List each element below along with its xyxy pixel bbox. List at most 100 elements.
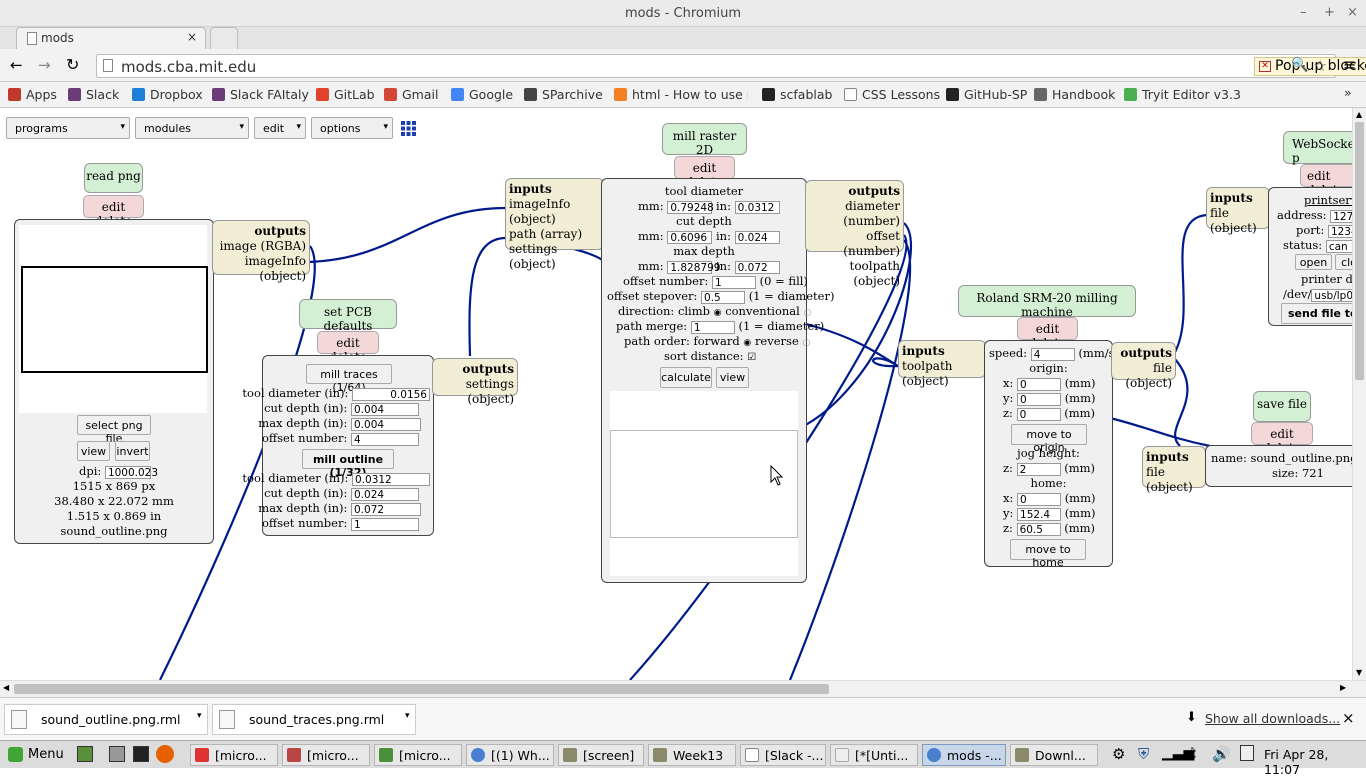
traces-cut-input[interactable]: 0.004: [351, 402, 419, 416]
task-button[interactable]: [*[Unti...: [830, 744, 918, 766]
port-input[interactable]: 1234: [1327, 224, 1352, 238]
origin-y-input[interactable]: 0: [1017, 392, 1062, 406]
back-icon[interactable]: ←: [10, 56, 23, 74]
scroll-left-icon[interactable]: ◀: [3, 683, 10, 692]
tab-mods[interactable]: mods ×: [16, 27, 206, 49]
grid-icon[interactable]: [401, 121, 416, 136]
forward-icon[interactable]: →: [38, 56, 51, 74]
input-imageinfo[interactable]: imageInfo (object): [509, 197, 571, 226]
download-menu-icon[interactable]: ▾: [405, 711, 410, 721]
popup-blocked-indicator[interactable]: ✕ Pop-up blocked: [1254, 57, 1366, 76]
websocket-title[interactable]: WebSocket p: [1283, 131, 1352, 165]
cut-in-input[interactable]: 0.024: [734, 230, 780, 244]
download-menu-icon[interactable]: ▾: [197, 711, 202, 721]
save-edit-delete[interactable]: edit delete: [1251, 422, 1313, 455]
maximize-icon[interactable]: +: [1324, 5, 1335, 20]
scroll-down-icon[interactable]: ▼: [1356, 668, 1363, 677]
mods-canvas[interactable]: programs modules edit options read png e…: [0, 108, 1352, 680]
outline-offset-input[interactable]: 1: [351, 517, 419, 531]
dpi-input[interactable]: 1000.023: [104, 465, 158, 479]
read-png-title[interactable]: read png: [84, 163, 143, 193]
input-path[interactable]: path (array): [509, 227, 583, 241]
task-button[interactable]: [micro...: [282, 744, 370, 766]
invert-button[interactable]: invert: [115, 441, 150, 461]
output-toolpath[interactable]: toolpath (object): [849, 259, 901, 288]
bookmark-apps[interactable]: Apps: [8, 87, 57, 102]
outline-tool-input[interactable]: 0.0312: [352, 472, 430, 486]
output-offset[interactable]: offset (number): [843, 229, 900, 258]
output-file[interactable]: file (object): [1125, 361, 1172, 390]
horizontal-scroll-thumb[interactable]: [14, 684, 829, 694]
shield-icon[interactable]: ⛨: [1138, 745, 1150, 763]
bookmark-scfablab[interactable]: scfablab: [762, 87, 832, 102]
forward-radio[interactable]: ◉: [743, 338, 752, 348]
pcb-edit-delete[interactable]: edit delete: [317, 331, 379, 364]
pcb-defaults-title[interactable]: set PCB defaults: [299, 299, 397, 333]
address-input[interactable]: 127.0.0: [1330, 209, 1352, 223]
origin-z-input[interactable]: 0: [1016, 407, 1061, 421]
reverse-radio[interactable]: ○: [802, 338, 811, 348]
close-window-icon[interactable]: ×: [1347, 5, 1358, 20]
address-bar[interactable]: mods.cba.mit.edu ✕ Pop-up blocked 🔍 ☆: [96, 54, 1366, 78]
outline-cut-input[interactable]: 0.024: [351, 487, 419, 501]
bookmark-css-lessons[interactable]: CSS Lessons: [844, 87, 940, 102]
select-png-button[interactable]: select png file: [77, 415, 151, 445]
settings-gear-icon[interactable]: ⚙: [1112, 745, 1126, 763]
start-menu-button[interactable]: Menu: [4, 744, 70, 766]
bookmark-gmail[interactable]: Gmail: [384, 87, 438, 102]
minimize-icon[interactable]: –: [1300, 5, 1307, 20]
max-in-input[interactable]: 0.072: [734, 260, 780, 274]
bluetooth-icon[interactable]: ᛒ: [1189, 745, 1199, 763]
save-file-title[interactable]: save file: [1253, 391, 1311, 422]
close-connection-button[interactable]: clo: [1335, 254, 1352, 270]
firefox-icon[interactable]: [156, 745, 174, 763]
traces-offset-input[interactable]: 4: [351, 432, 419, 446]
bookmark-dropbox[interactable]: Dropbox: [132, 87, 203, 102]
tab-close-icon[interactable]: ×: [187, 30, 198, 44]
task-button[interactable]: [micro...: [190, 744, 278, 766]
move-to-home-button[interactable]: move to home: [1010, 539, 1086, 569]
home-z-input[interactable]: 60.5: [1016, 522, 1061, 536]
page-info-icon[interactable]: [103, 59, 113, 72]
show-all-downloads-link[interactable]: Show all downloads...: [1205, 711, 1341, 726]
read-png-edit-delete[interactable]: edit delete: [83, 195, 144, 228]
mill-outline-button[interactable]: mill outline (1/32): [302, 449, 394, 479]
terminal-icon[interactable]: [133, 746, 149, 762]
input-file[interactable]: file (object): [1146, 465, 1193, 494]
new-tab-button[interactable]: [210, 27, 238, 49]
origin-x-input[interactable]: 0: [1017, 377, 1062, 391]
speed-input[interactable]: 4: [1030, 347, 1075, 361]
printserver-link[interactable]: printserve: [1304, 193, 1352, 207]
input-toolpath[interactable]: toolpath (object): [902, 359, 953, 388]
download-item[interactable]: sound_outline.png.rml ▾: [4, 704, 208, 735]
task-button-active[interactable]: mods -...: [922, 744, 1006, 766]
browser-menu-icon[interactable]: ≡: [1343, 55, 1357, 74]
task-button[interactable]: Downl...: [1010, 744, 1098, 766]
scroll-up-icon[interactable]: ▲: [1356, 110, 1363, 119]
tool-mm-input[interactable]: 0.79248: [667, 200, 714, 214]
bookmark-tryit[interactable]: Tryit Editor v3.3: [1124, 87, 1241, 102]
output-settings[interactable]: settings (object): [465, 377, 514, 406]
zoom-icon[interactable]: 🔍: [1291, 57, 1309, 73]
bookmark-google[interactable]: Google: [451, 87, 513, 102]
output-diameter[interactable]: diameter (number): [843, 199, 900, 228]
file-manager-icon[interactable]: [109, 746, 125, 762]
task-button[interactable]: [micro...: [374, 744, 462, 766]
jog-z-input[interactable]: 2: [1016, 462, 1061, 476]
input-settings[interactable]: settings (object): [509, 242, 558, 271]
bookmarks-overflow-icon[interactable]: »: [1344, 85, 1352, 100]
calculate-button[interactable]: calculate: [660, 367, 712, 388]
task-button[interactable]: [Slack -...: [740, 744, 826, 766]
vertical-scroll-thumb[interactable]: [1355, 122, 1364, 380]
sort-distance-checkbox[interactable]: ☑: [747, 352, 757, 363]
output-image[interactable]: image (RGBA): [219, 239, 306, 253]
bookmark-slack-faitaly[interactable]: Slack FAItaly: [212, 87, 309, 102]
options-menu[interactable]: options: [311, 117, 393, 139]
download-item[interactable]: sound_traces.png.rml ▾: [212, 704, 416, 735]
task-button[interactable]: Week13: [648, 744, 736, 766]
bookmark-star-icon[interactable]: ☆: [1313, 56, 1328, 75]
outline-max-input[interactable]: 0.072: [351, 502, 421, 516]
traces-max-input[interactable]: 0.004: [351, 417, 421, 431]
traces-tool-input[interactable]: 0.0156: [352, 387, 430, 401]
battery-icon[interactable]: [1240, 745, 1254, 761]
